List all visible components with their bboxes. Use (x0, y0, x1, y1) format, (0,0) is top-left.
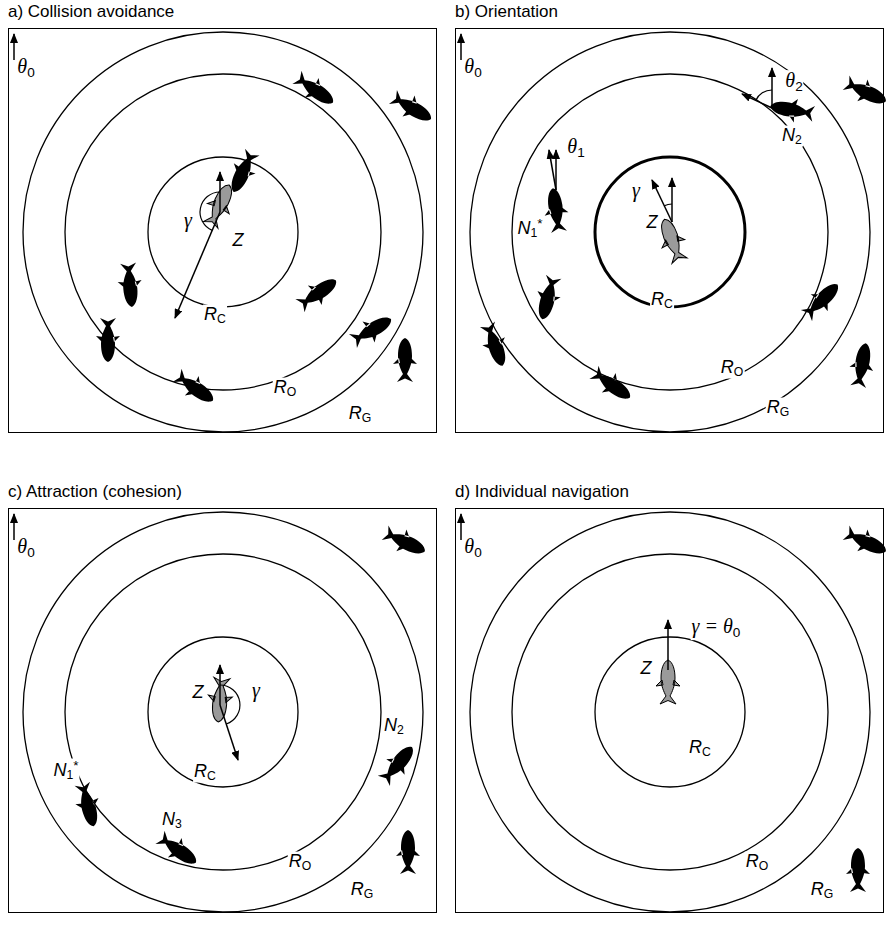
zone-label: RC (688, 738, 712, 759)
zone-label: N1* (52, 759, 79, 782)
zone-label: RC (193, 762, 217, 783)
angle-symbol: θ0 (463, 536, 482, 560)
angle-symbol: θ0 (16, 56, 35, 80)
zone-label: RG (810, 880, 835, 901)
panel-title: c) Attraction (cohesion) (8, 482, 182, 502)
angle-symbol: θ2 (784, 70, 803, 94)
zone-label: RO (720, 358, 745, 379)
angle-symbol: θ1 (566, 136, 585, 160)
angle-symbol: γ (183, 210, 193, 230)
zone-label: Z (192, 683, 205, 701)
panel-title: b) Orientation (455, 2, 558, 22)
angle-symbol: γ (631, 180, 641, 200)
zone-label: N2 (383, 716, 405, 737)
panel-title: d) Individual navigation (455, 482, 629, 502)
angle-symbol: θ0 (463, 56, 482, 80)
panel-frame: d) Individual navigation (455, 508, 884, 913)
zone-label: Z (232, 231, 245, 249)
zone-label: RC (650, 290, 674, 311)
zone-label: RC (203, 305, 227, 326)
zone-label: Z (640, 659, 653, 677)
panel-title: a) Collision avoidance (8, 2, 174, 22)
angle-symbol: θ0 (16, 536, 35, 560)
angle-symbol: γ = θ0 (691, 616, 742, 640)
zone-label: RG (348, 404, 373, 425)
zone-label: RO (745, 852, 770, 873)
panel-frame: c) Attraction (cohesion) (8, 508, 437, 913)
panel-frame: a) Collision avoidance (8, 28, 437, 433)
zone-label: N1* (516, 217, 543, 240)
zone-label: N3 (161, 810, 183, 831)
zone-label: Z (646, 213, 659, 231)
zone-label: RO (288, 852, 313, 873)
zone-label: RG (350, 880, 375, 901)
angle-symbol: γ (251, 680, 261, 700)
zone-label: RO (273, 378, 298, 399)
zone-label: RG (766, 398, 791, 419)
zone-label: N2 (781, 126, 803, 147)
